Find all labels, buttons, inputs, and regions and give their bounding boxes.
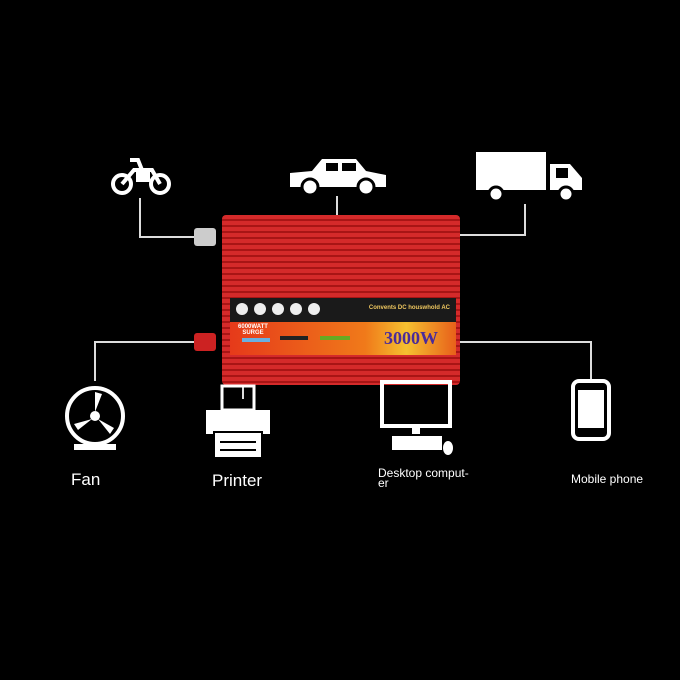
mobile-phone-icon [571,379,611,441]
printer-icon [206,384,270,459]
surge-label: 6000WATT SURGE [238,324,268,336]
car-icon [290,159,386,197]
connector-line [139,198,141,238]
connector-line [460,234,526,236]
tagline: Convents DC houswhold AC [368,305,450,311]
connector-line [242,385,244,399]
printer-label: Printer [212,471,263,490]
fan-icon [65,386,125,450]
indicator-icon [308,303,320,315]
indicator-icon [272,303,284,315]
desktop-computer-icon [380,380,453,455]
connector-line [524,204,526,236]
connector-line [590,341,592,381]
mobile-phone-label: Mobile phone [571,472,644,486]
motorcycle-icon [111,158,171,195]
desktop-computer-label: Desktop comput- er [378,466,469,490]
positive-terminal [194,333,216,351]
power-rating: 3000W [384,328,438,348]
connector-line [94,341,96,381]
negative-terminal [194,228,216,246]
power-band: 6000WATT SURGE 3000W [230,322,456,355]
fan-label: Fan [71,470,101,489]
connector-line [139,236,201,238]
indicator-icon [236,303,248,315]
indicator-icon [254,303,266,315]
connector-line [336,196,338,216]
power-inverter: Convents DC houswhold AC 6000WATT SURGE … [222,215,460,385]
connector-line [94,341,202,343]
control-band: Convents DC houswhold AC [230,298,456,322]
connector-line [460,341,592,343]
indicator-icon [290,303,302,315]
truck-icon [476,152,582,203]
